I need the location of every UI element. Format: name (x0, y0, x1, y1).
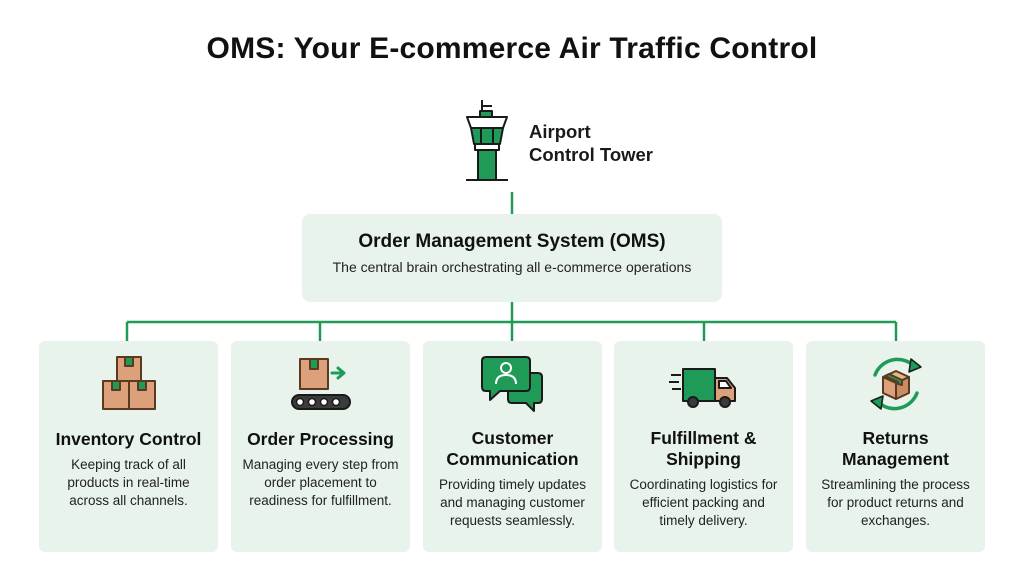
tower-label: Airport Control Tower (529, 120, 653, 166)
card-description: Streamlining the process for product ret… (821, 477, 970, 528)
chat-bubbles-icon (478, 351, 548, 417)
card-order-processing: Order Processing Managing every step fro… (231, 341, 410, 552)
oms-box: Order Management System (OMS) The centra… (302, 214, 722, 302)
card-fulfillment-shipping: Fulfillment & Shipping Coordinating logi… (614, 341, 793, 552)
card-returns-management: Returns Management Streamlining the proc… (806, 341, 985, 552)
stacked-boxes-icon (94, 351, 164, 417)
card-description: Keeping track of all products in real-ti… (67, 457, 190, 508)
tower-label-line1: Airport (529, 121, 591, 142)
page-title: OMS: Your E-commerce Air Traffic Control (206, 32, 818, 65)
tower-label-line2: Control Tower (529, 144, 654, 165)
card-title: Customer Communication (446, 428, 579, 469)
return-box-icon (861, 351, 931, 417)
conveyor-box-icon (286, 351, 356, 417)
oms-description: The central brain orchestrating all e-co… (332, 259, 692, 275)
control-tower-icon (462, 98, 562, 186)
oms-title: Order Management System (OMS) (358, 231, 666, 252)
card-description: Managing every step from order placement… (242, 457, 399, 508)
card-title: Order Processing (247, 429, 394, 449)
card-description: Providing timely updates and managing cu… (438, 477, 587, 528)
delivery-truck-icon (668, 351, 739, 417)
card-description: Coordinating logistics for efficient pac… (629, 477, 778, 528)
card-title: Returns Management (842, 428, 949, 469)
card-title: Fulfillment & Shipping (650, 428, 757, 469)
card-customer-communication: Customer Communication Providing timely … (423, 341, 602, 552)
card-title: Inventory Control (55, 429, 202, 449)
card-inventory-control: Inventory Control Keeping track of all p… (39, 341, 218, 552)
